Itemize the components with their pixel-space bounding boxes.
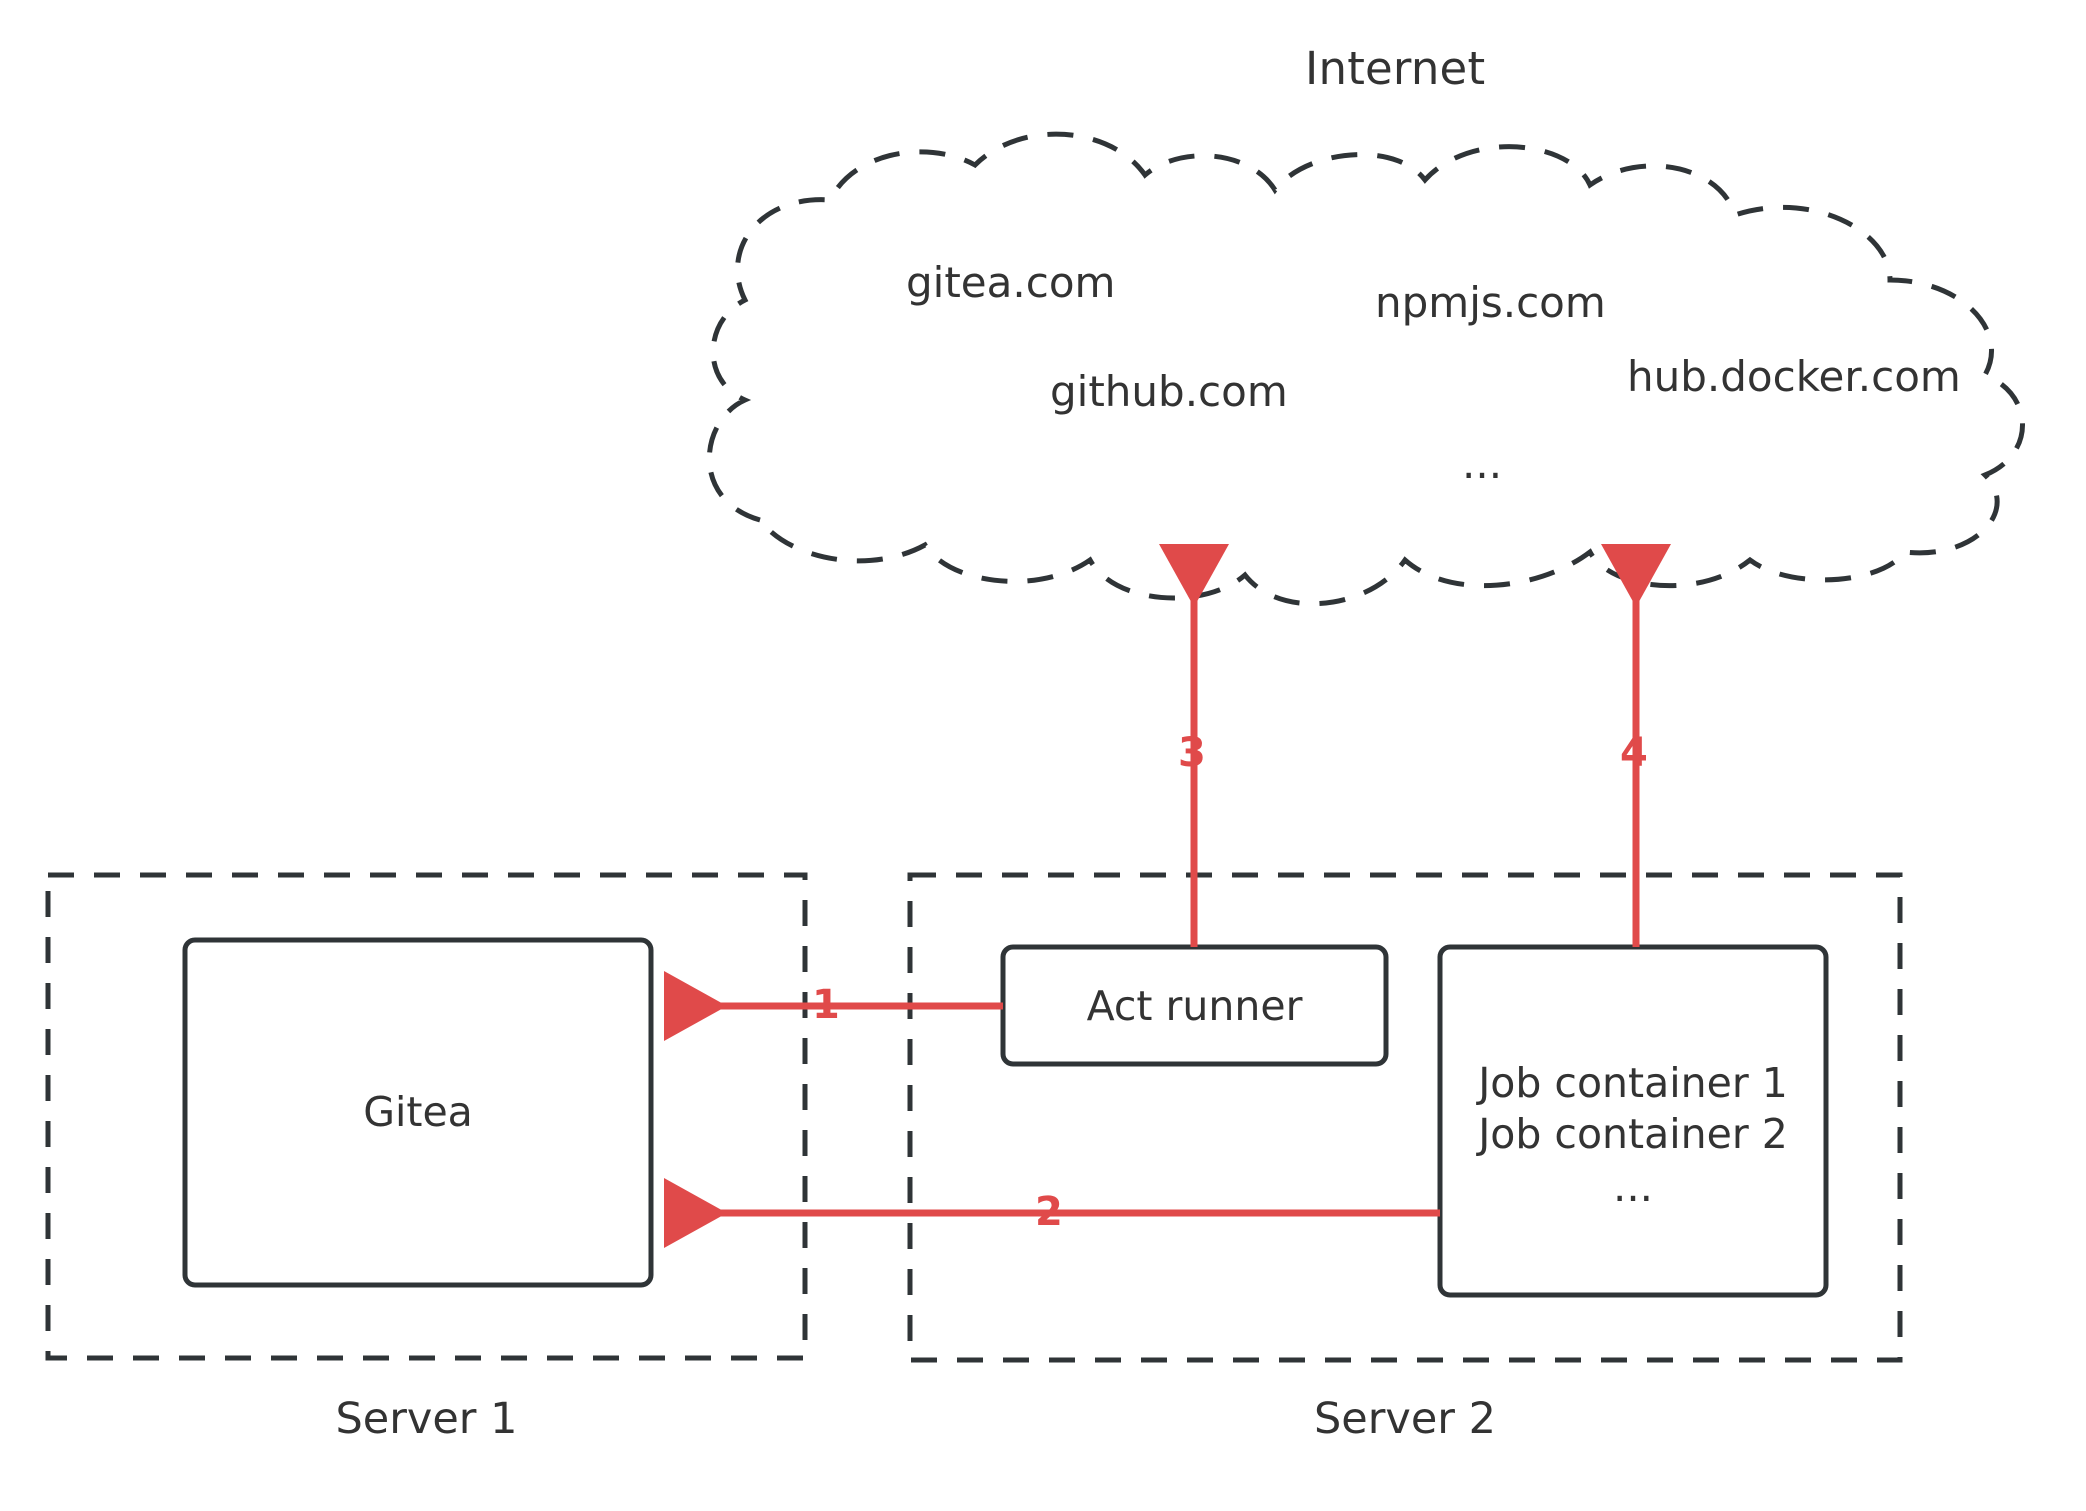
act-runner-label: Act runner <box>1086 982 1303 1030</box>
cloud-entry-gitea: gitea.com <box>906 258 1116 307</box>
server2-zone-label: Server 2 <box>1313 1394 1497 1444</box>
job-container-1-label: Job container 1 <box>1478 1059 1788 1107</box>
gitea-node-label: Gitea <box>363 1088 473 1136</box>
connection-2-number: 2 <box>1035 1189 1063 1235</box>
connection-3-number: 3 <box>1178 730 1206 776</box>
server1-zone-label: Server 1 <box>335 1394 518 1444</box>
connection-4-number: 4 <box>1620 730 1648 776</box>
cloud-entry-npmjs: npmjs.com <box>1375 278 1606 327</box>
server1-zone <box>45 872 808 1361</box>
cloud-entry-github: github.com <box>1050 367 1288 416</box>
internet-title: Internet <box>1305 42 1486 95</box>
cloud-entry-hub-docker: hub.docker.com <box>1627 352 1961 401</box>
cloud-entry-ellipsis: ... <box>1462 439 1503 488</box>
job-container-ellipsis-label: ... <box>1612 1162 1654 1211</box>
gitea-node-box <box>182 937 654 1288</box>
internet-cloud-shape <box>706 131 2025 607</box>
connection-1-number: 1 <box>812 982 840 1028</box>
job-container-2-label: Job container 2 <box>1478 1110 1788 1158</box>
